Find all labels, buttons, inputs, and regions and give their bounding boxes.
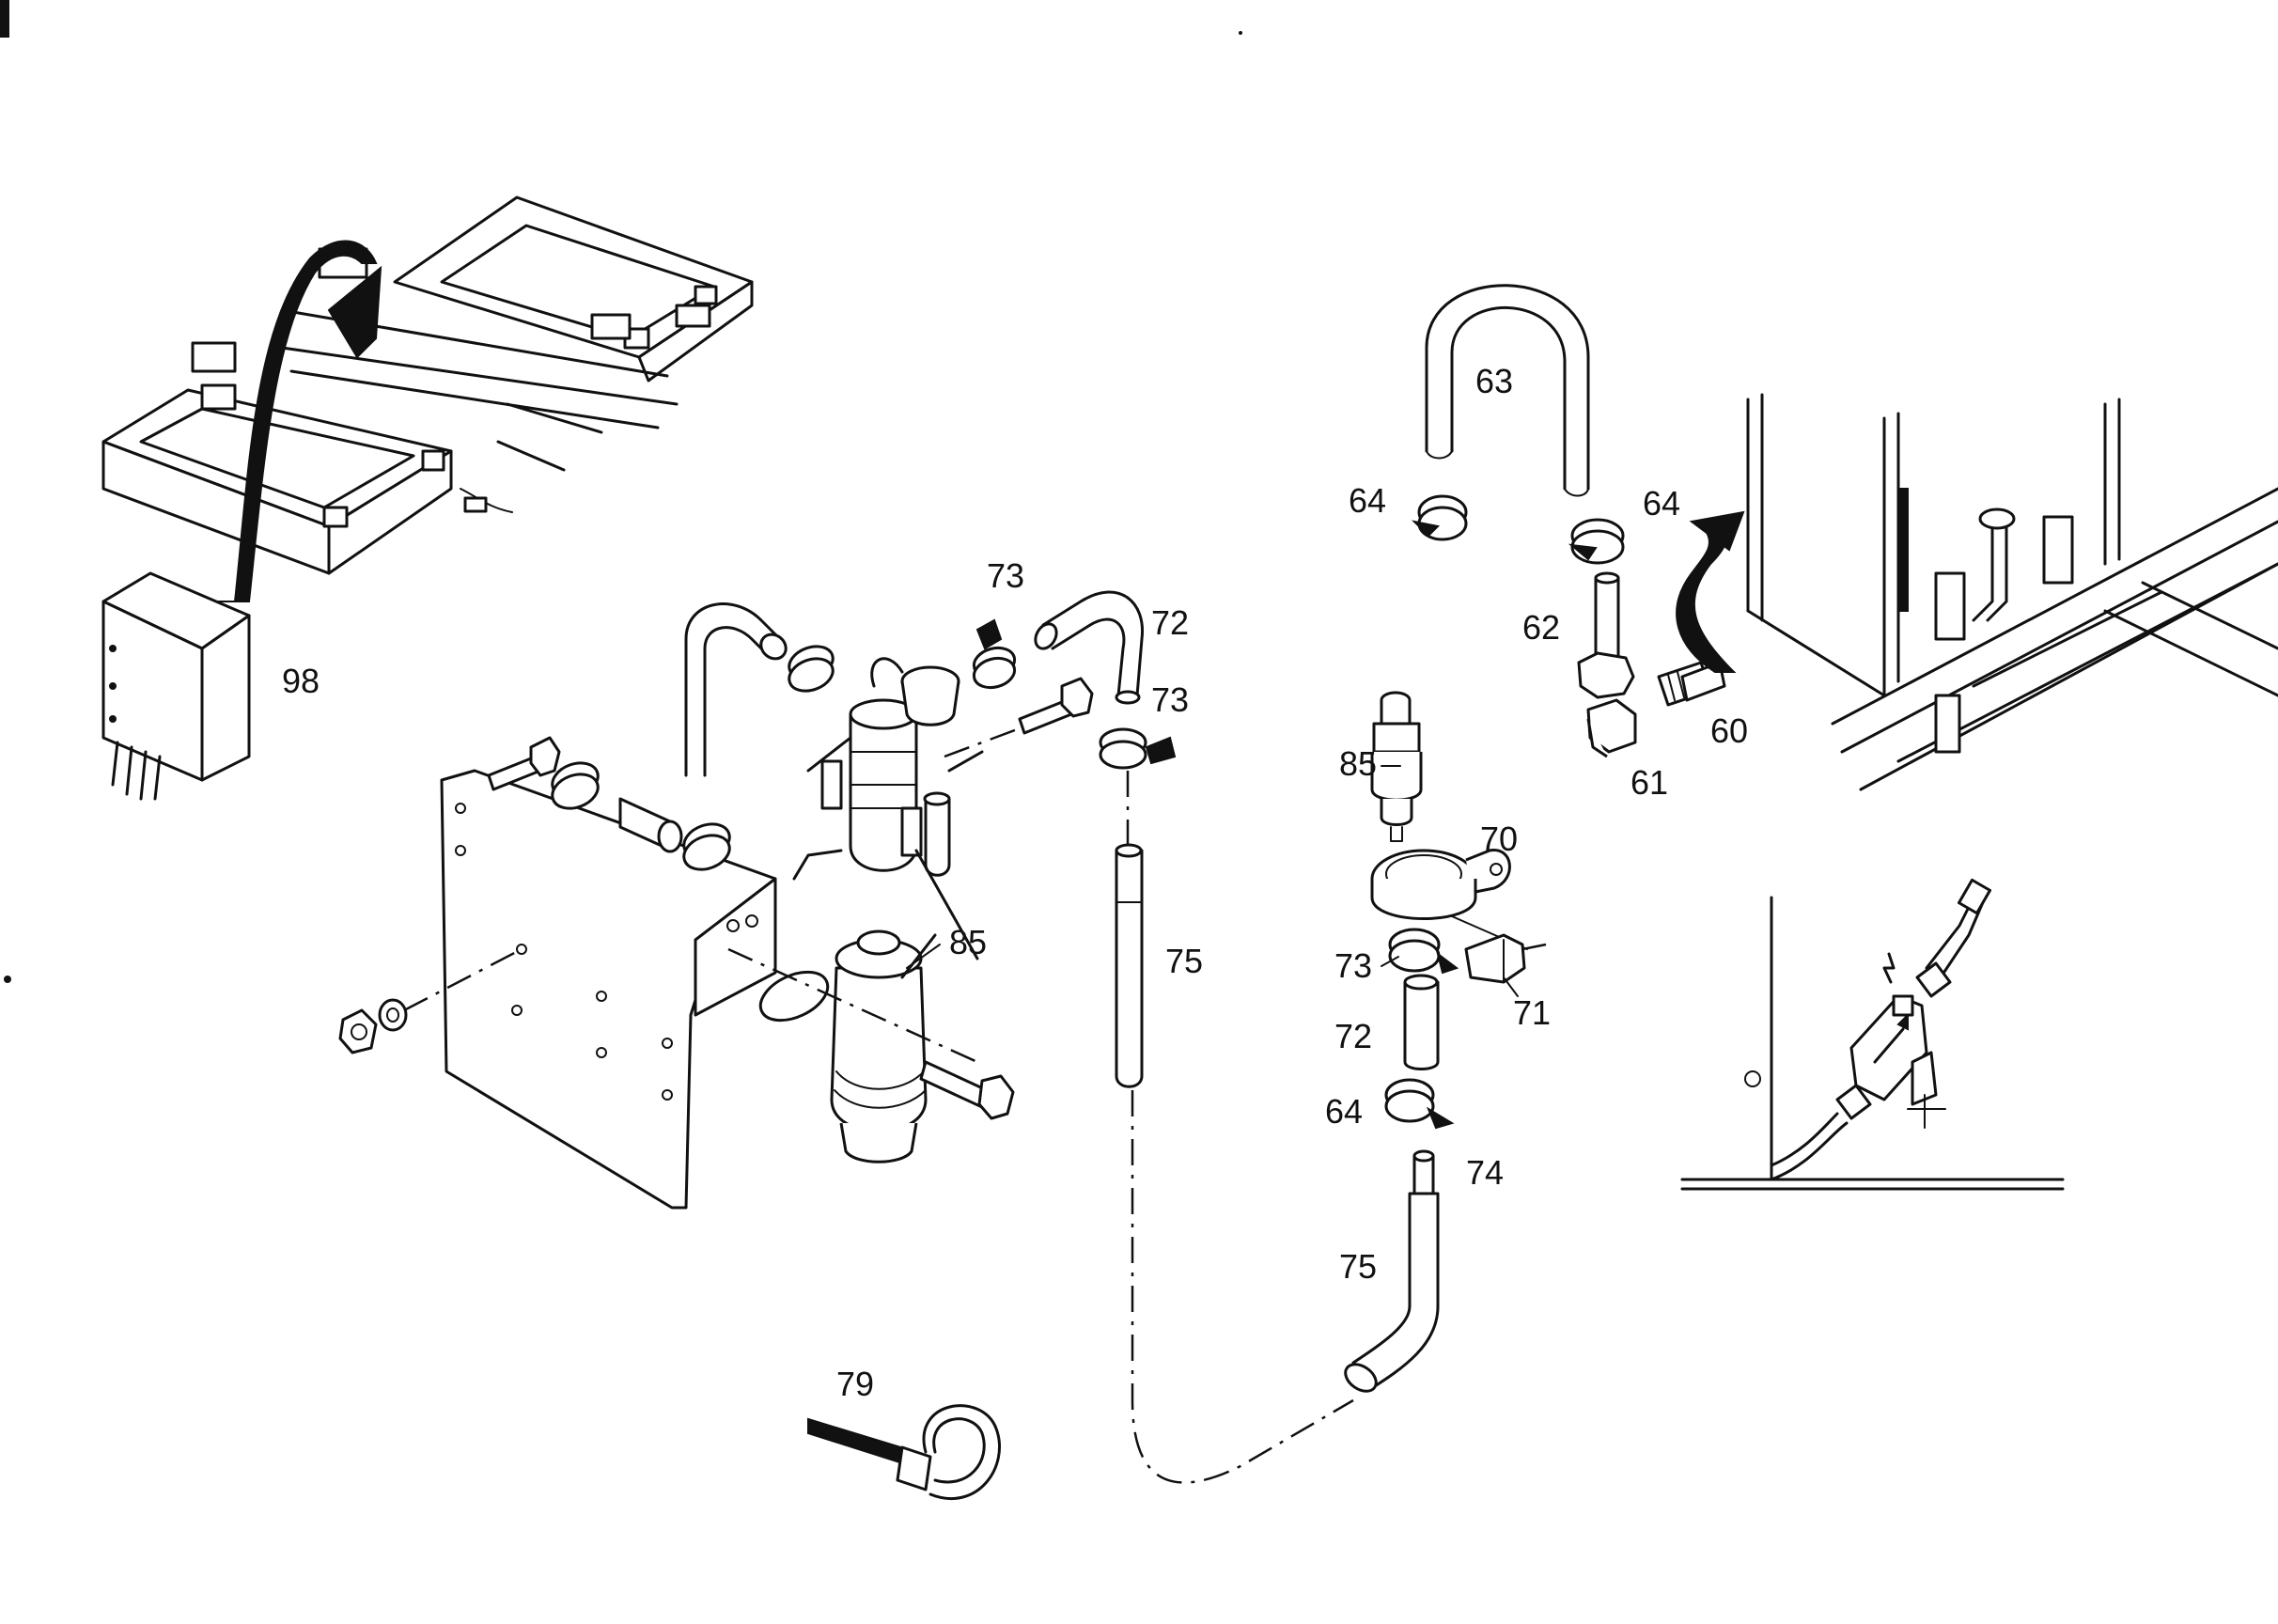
speck [1239,31,1242,35]
bolt-pump [944,677,1094,758]
corner-mark [0,0,9,38]
hose-clamp-73-upper [972,618,1017,690]
hose-clamp-73-lower [1388,928,1459,975]
nut-and-washer [338,947,523,1054]
pipe-sleeve [618,797,683,853]
hose-63 [1425,284,1590,497]
speck [4,976,11,983]
label-73-upper: 73 [987,556,1024,595]
label-61: 61 [1630,763,1668,802]
label-71: 71 [1513,993,1551,1032]
label-75-upper: 75 [1165,942,1203,980]
label-85-lower: 85 [949,923,987,961]
cable-tie [807,1404,1001,1501]
label-60: 60 [1710,711,1748,750]
mounting-plate [440,769,777,1210]
label-70: 70 [1480,820,1518,858]
tube-74-75 [1344,1149,1440,1393]
hose-clamp-64-left [1411,494,1468,541]
hose-72-lower [1403,974,1440,1070]
hose-clamp-73-middle [1099,727,1177,770]
label-64-left: 64 [1349,481,1386,520]
label-75-lower: 75 [1339,1247,1377,1286]
s-arrow [1676,510,1745,673]
fuel-filter [727,929,1015,1163]
leader-85-lower [906,944,941,969]
heater-tray-assembly [101,195,754,602]
label-98: 98 [282,662,320,700]
label-64-right: 64 [1643,484,1680,523]
nipple-62 [1577,571,1635,699]
label-64-lower: 64 [1325,1092,1363,1131]
bolt-plate [487,736,561,791]
hose-clamp-64-right [1568,518,1625,565]
label-85-right: 85 [1339,744,1377,783]
label-72-upper: 72 [1151,603,1189,642]
leader-73-lower [1381,956,1399,967]
label-63: 63 [1475,362,1513,400]
elbow-61 [1586,698,1637,758]
inset-detail [1680,878,2065,1191]
dosing-pump [792,657,984,960]
screw-71 [1464,933,1547,984]
hose-clamp-64-lower [1384,1078,1455,1130]
hose-curved-left [684,602,835,777]
label-74: 74 [1466,1153,1504,1192]
flange-70 [1370,849,1528,950]
hose-72-upper [1034,590,1145,705]
label-72-lower: 72 [1334,1017,1372,1055]
machine-frame [1746,393,2278,791]
sensor-85 [1370,691,1423,842]
label-73-lower: 73 [1334,946,1372,985]
label-73-middle: 73 [1151,680,1189,719]
hose-clamp-plate [551,761,731,871]
label-62: 62 [1522,608,1560,647]
control-box [101,571,251,801]
tube-75 [1115,771,1354,1484]
label-79: 79 [836,1365,874,1403]
leader-71 [1503,976,1519,997]
